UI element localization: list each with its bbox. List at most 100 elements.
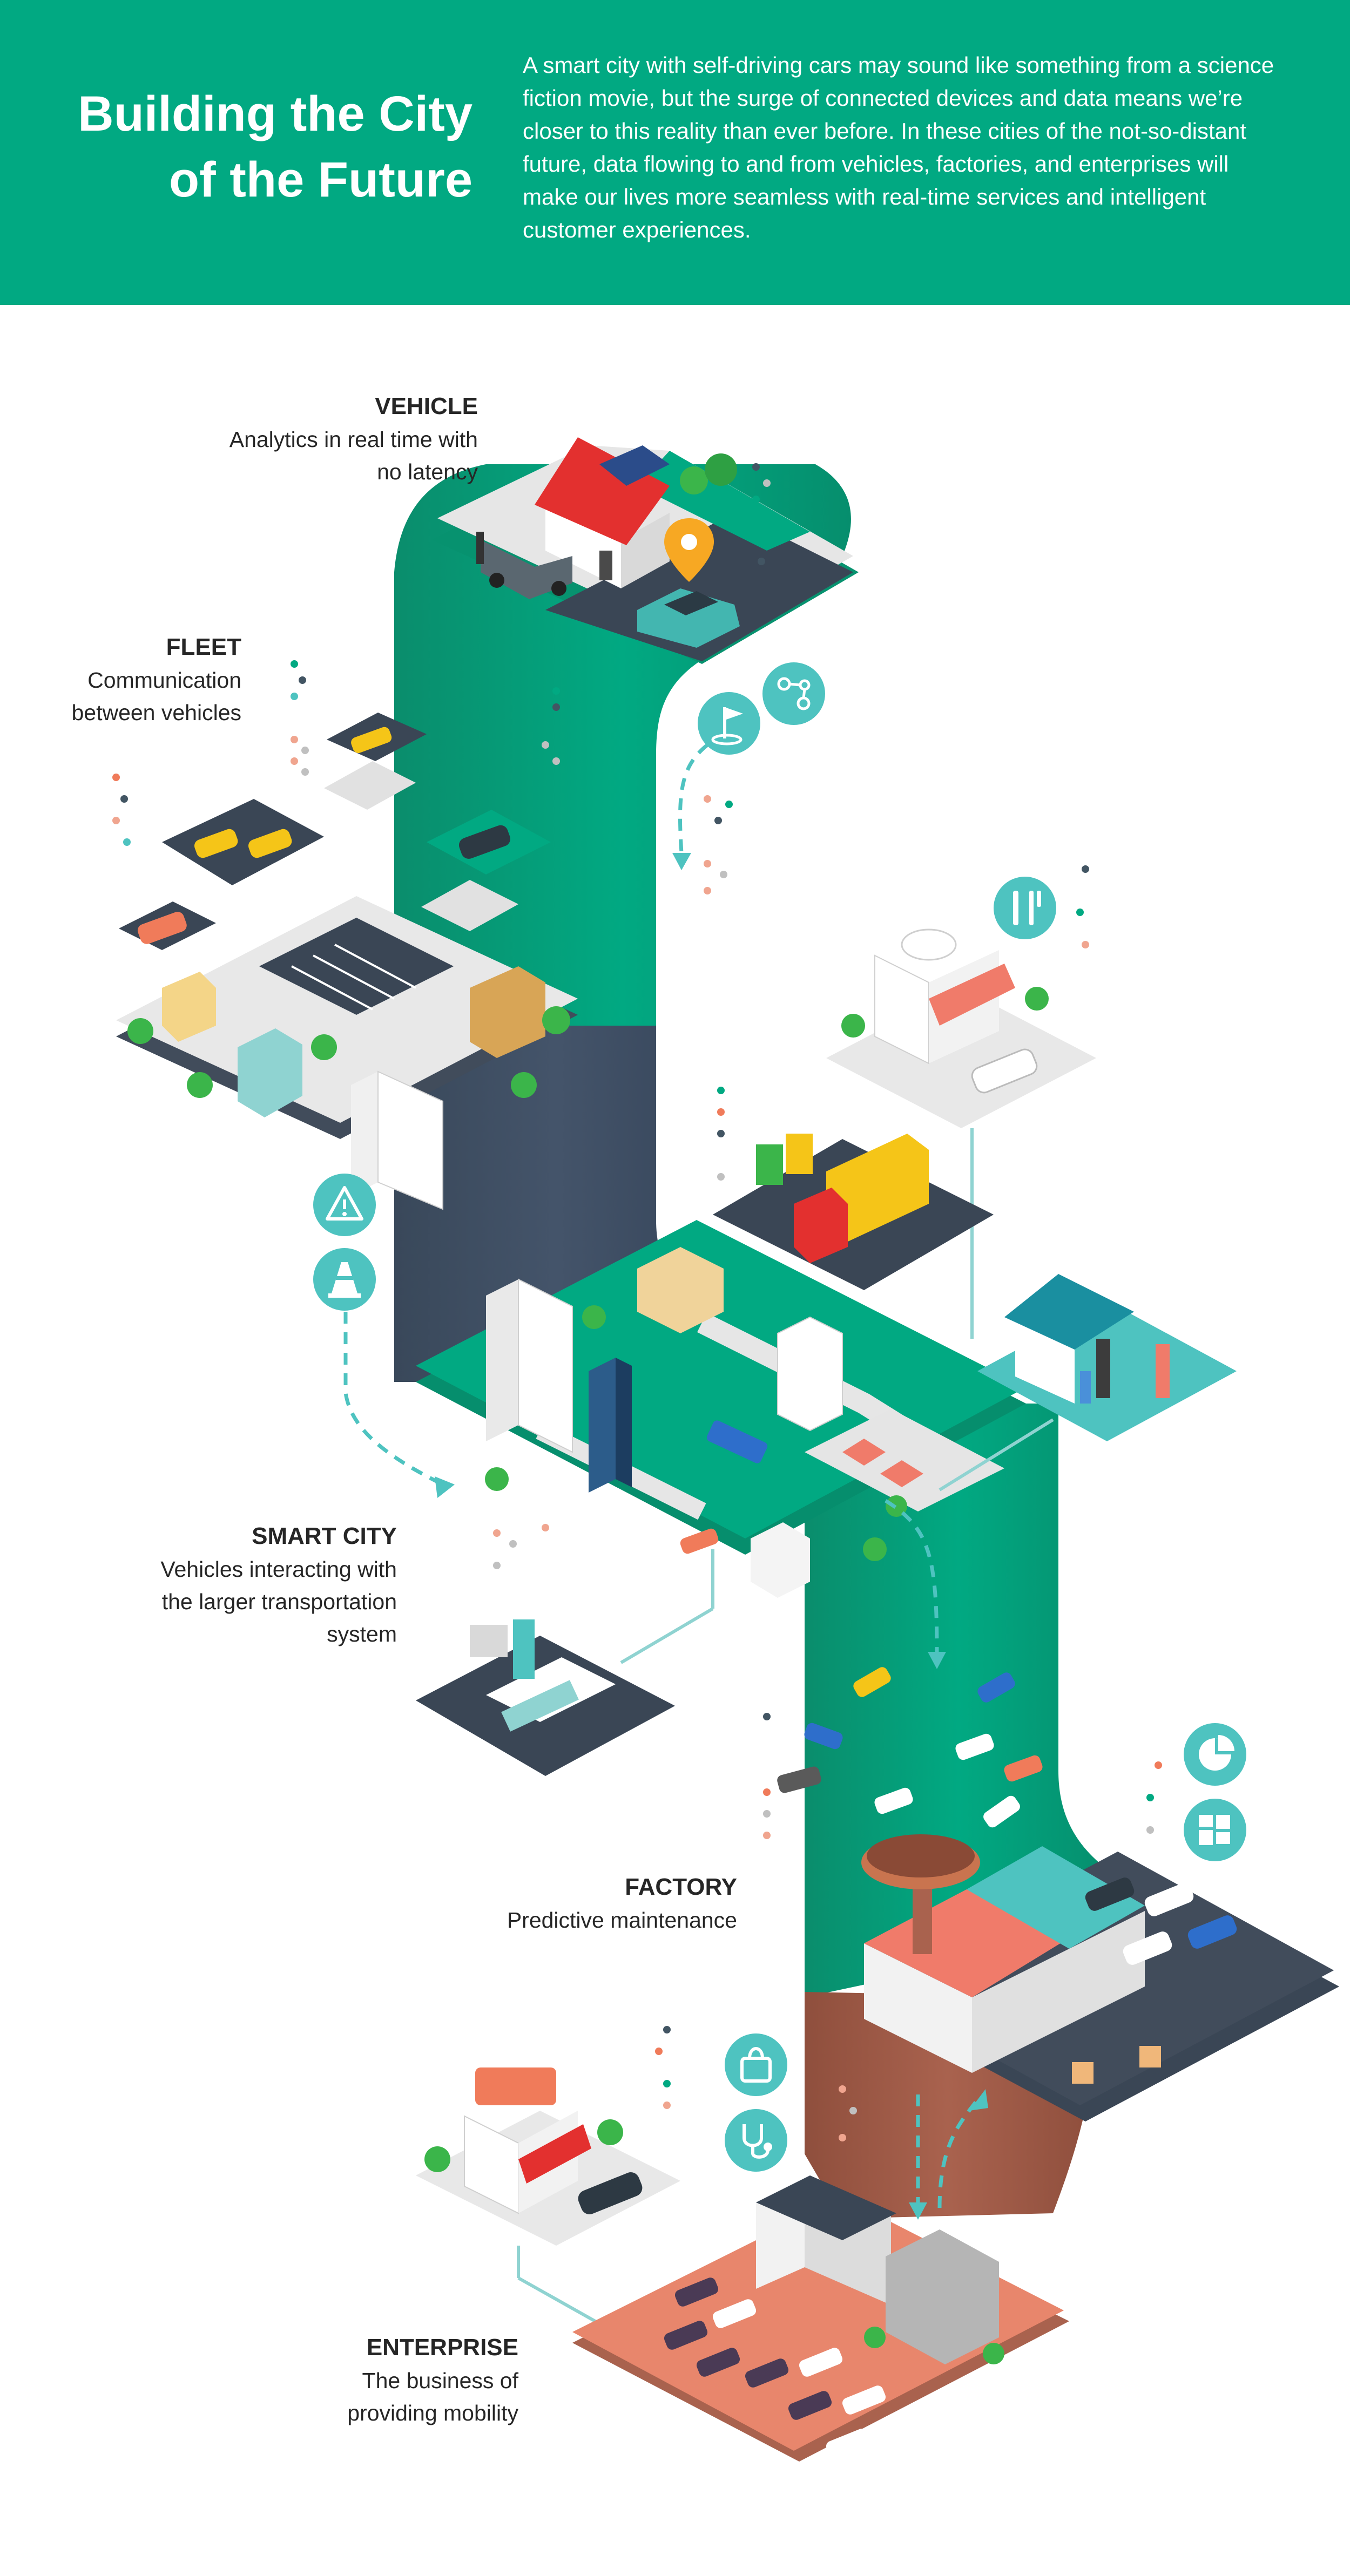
building-tower (377, 1070, 443, 1210)
monitor (470, 1625, 508, 1657)
family-pad (977, 1274, 1237, 1441)
route-nodes-icon (762, 662, 825, 725)
car (712, 2299, 757, 2328)
car (1144, 1883, 1194, 1916)
city-tower (486, 1279, 518, 1441)
grocery-basket (475, 2067, 556, 2105)
tree (841, 1014, 865, 1038)
pie-chart-icon (1184, 1723, 1246, 1786)
data-dot (112, 817, 120, 824)
connector-line (517, 2276, 606, 2328)
data-dot (120, 795, 128, 803)
chimney (913, 1879, 932, 1954)
traffic-cone-icon (313, 1248, 376, 1311)
section-factory: FACTORY Predictive maintenance (359, 1870, 737, 1936)
connector-line (620, 1607, 714, 1664)
header-banner: Building the City of the Future A smart … (0, 0, 1350, 305)
bin (756, 1144, 783, 1185)
dashed-arrow-fleet (343, 1312, 444, 1487)
data-dot (1155, 1761, 1162, 1769)
section-description-line: Vehicles interacting with (160, 1557, 397, 1582)
person (1080, 1371, 1091, 1404)
tree (863, 1537, 887, 1561)
data-dot (509, 1540, 517, 1548)
data-dot (493, 1562, 501, 1569)
parking-line (291, 965, 373, 1011)
restaurant-icon (994, 877, 1056, 939)
vehicle-platform (432, 437, 859, 664)
data-dot (714, 817, 722, 824)
city-building (777, 1316, 843, 1432)
car (664, 2321, 708, 2350)
data-dot (717, 1130, 725, 1137)
section-heading: FLEET (166, 634, 241, 660)
section-enterprise: ENTERPRISE The business of providing mob… (194, 2331, 518, 2429)
crate (1072, 2062, 1094, 2084)
enterprise-roof (756, 2175, 896, 2240)
grocery-awning (518, 2124, 591, 2184)
data-dot (663, 2080, 671, 2087)
title-line-2: of the Future (168, 152, 473, 207)
arrow-head (928, 1652, 946, 1669)
white-block (751, 1522, 810, 1598)
section-heading: ENTERPRISE (366, 2334, 518, 2361)
parking-lot (259, 918, 454, 1015)
section-smart-city: SMART CITY Vehicles interacting with the… (73, 1520, 397, 1650)
dashed-arrow-up (937, 2098, 979, 2208)
data-dot (291, 736, 298, 743)
section-description-line: the larger transportation (161, 1589, 397, 1614)
data-funnel-top (867, 1834, 975, 1877)
data-dot (752, 496, 760, 503)
data-dot (1076, 909, 1084, 916)
smart-city-platform (416, 1220, 1026, 1598)
data-dot (291, 660, 298, 668)
car (137, 912, 187, 944)
car (826, 2429, 870, 2458)
data-dot (763, 1832, 771, 1839)
tree (680, 466, 708, 494)
tree (705, 453, 737, 486)
doctor (513, 1619, 535, 1679)
car-pad-light (421, 880, 518, 931)
data-dot (291, 693, 298, 700)
car (680, 1528, 719, 1554)
tree (597, 2119, 623, 2145)
truck-body (826, 1134, 929, 1242)
section-description-line: providing mobility (347, 2401, 518, 2425)
car (248, 829, 292, 858)
data-dot (849, 2107, 857, 2114)
tree (511, 1072, 537, 1098)
section-description-line: system (327, 1622, 397, 1646)
person (1096, 1339, 1110, 1398)
building-block (238, 1028, 302, 1117)
section-heading: SMART CITY (252, 1523, 397, 1549)
car (842, 2385, 886, 2415)
data-dot (655, 2048, 663, 2055)
data-dot (704, 860, 711, 867)
data-dots (112, 463, 1162, 2141)
village (805, 1409, 1004, 1511)
data-dot (717, 1087, 725, 1094)
data-dot (1146, 1794, 1154, 1801)
house-roof (535, 437, 670, 545)
parking-line (313, 954, 395, 1000)
car (1123, 1931, 1172, 1965)
shopping-bag-icon (725, 2033, 787, 2096)
section-description-line: Analytics in real time with (229, 427, 478, 452)
data-dot (1082, 941, 1089, 948)
data-dot (839, 2085, 846, 2093)
data-dot (704, 795, 711, 803)
flying-car (1004, 1755, 1043, 1782)
section-description-line: The business of (362, 2368, 518, 2393)
car (458, 825, 511, 859)
vehicle-road (545, 513, 853, 661)
dashed-arrow-vehicle (678, 743, 709, 853)
data-dot (291, 757, 298, 765)
section-description-line: between vehicles (71, 700, 241, 725)
bus (706, 1420, 768, 1463)
tree (864, 2327, 886, 2348)
car (788, 2391, 832, 2420)
section-fleet: FLEET Communication between vehicles (0, 631, 241, 729)
data-dot (763, 479, 771, 487)
